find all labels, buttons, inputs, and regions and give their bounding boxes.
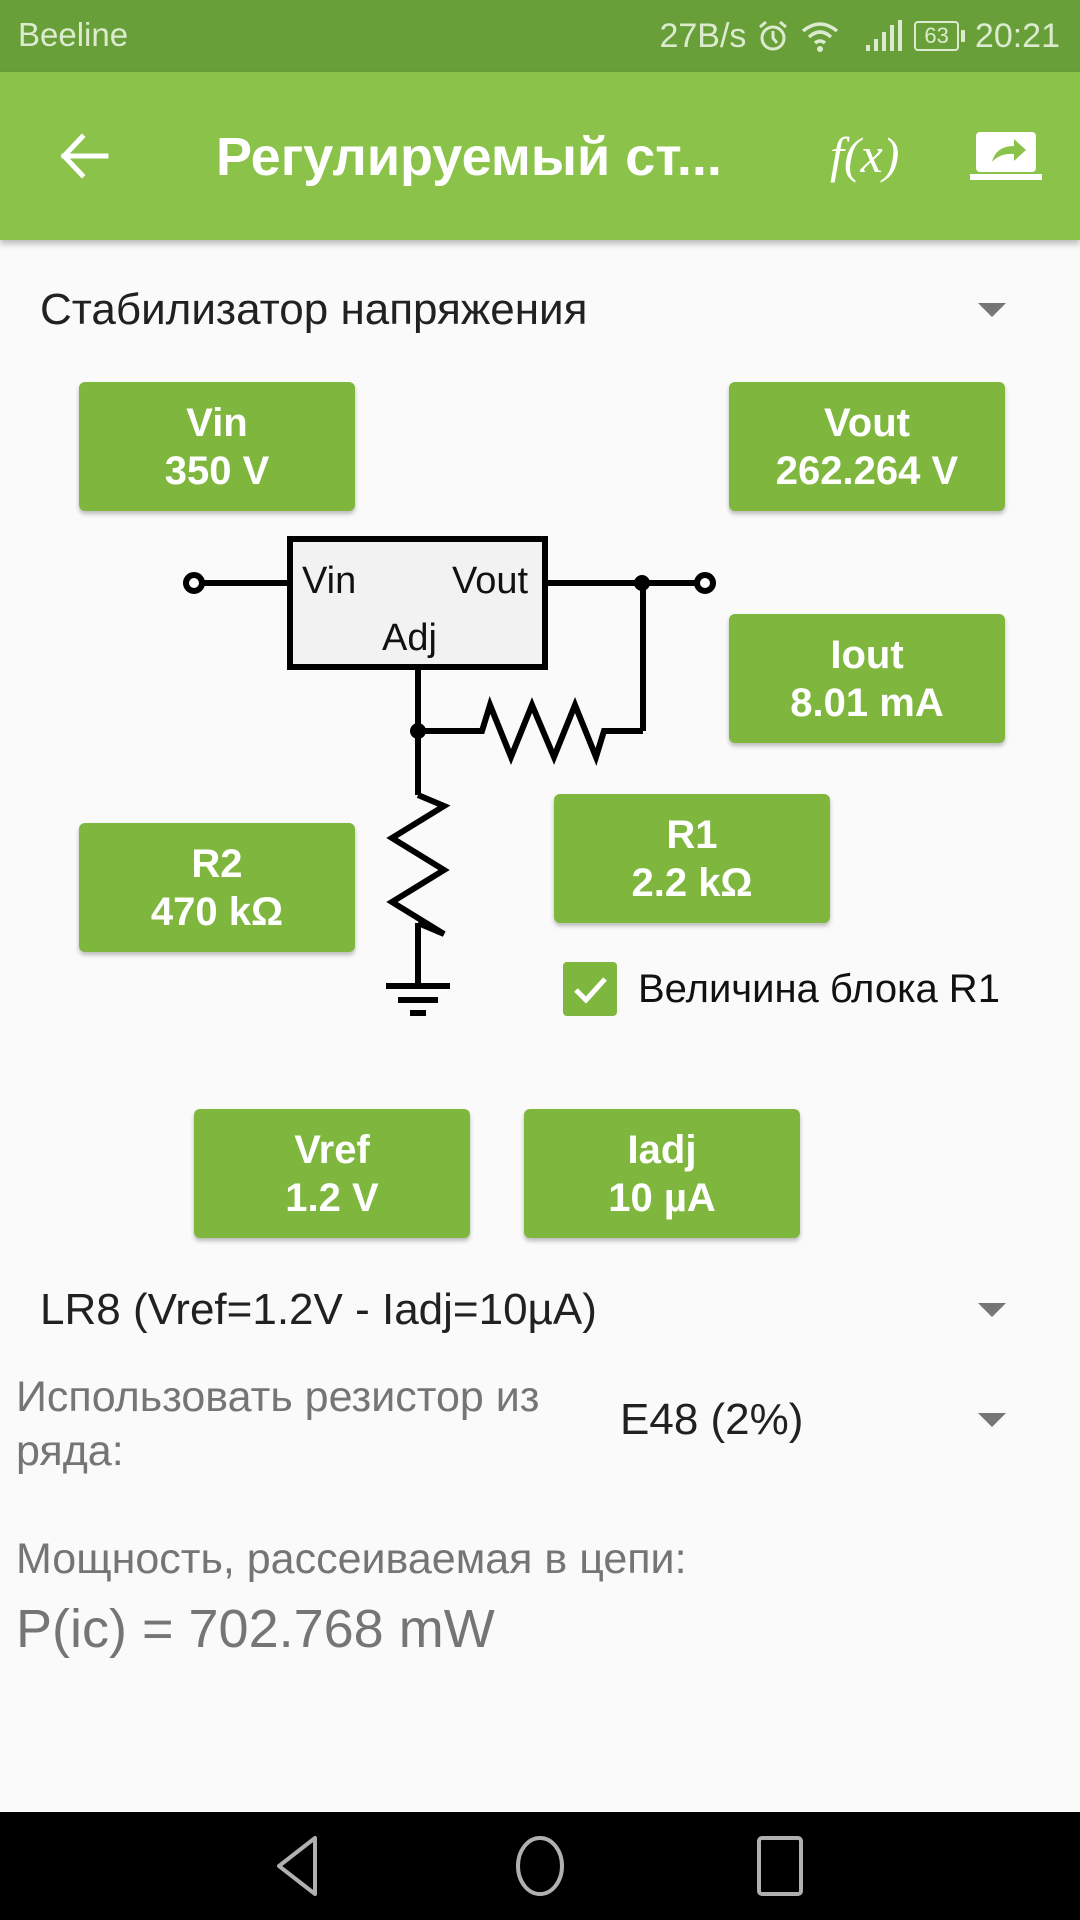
vref-label: Vref <box>294 1127 370 1172</box>
r1-resistor <box>418 696 643 766</box>
chevron-down-icon <box>978 1303 1006 1317</box>
battery-icon: 63 <box>914 21 965 51</box>
vout-label: Vout <box>824 400 910 445</box>
r1-lock-label: Величина блока R1 <box>638 966 1000 1011</box>
navigation-bar <box>0 1812 1080 1920</box>
power-label: Мощность, рассеиваемая в цепи: <box>16 1535 687 1583</box>
net-speed: 27B/s <box>659 16 747 55</box>
iout-value: 8.01 mA <box>790 680 944 725</box>
wifi-icon <box>802 22 839 52</box>
iadj-button[interactable]: Iadj 10 µA <box>524 1109 800 1238</box>
resistor-series-selected: E48 (2%) <box>620 1395 804 1444</box>
power-value: P(ic) = 702.768 mW <box>16 1599 495 1659</box>
battery-level: 63 <box>914 21 959 51</box>
iout-button[interactable]: Iout 8.01 mA <box>729 614 1005 743</box>
checkbox-checked-icon[interactable] <box>563 962 617 1016</box>
clock: 20:21 <box>974 16 1060 55</box>
r1-label: R1 <box>666 812 718 857</box>
iadj-value: 10 µA <box>608 1175 716 1220</box>
regulator-selected: LR8 (Vref=1.2V - Iadj=10µA) <box>40 1285 597 1334</box>
ic-pin-adj: Adj <box>382 617 437 659</box>
share-screen-icon[interactable] <box>970 128 1046 184</box>
r2-button[interactable]: R2 470 kΩ <box>79 823 355 952</box>
circuit-type-selected: Стабилизатор напряжения <box>40 285 588 334</box>
input-terminal <box>183 572 205 594</box>
home-nav-icon[interactable] <box>505 1834 575 1898</box>
carrier-name: Beeline <box>18 16 129 53</box>
r2-label: R2 <box>191 841 243 886</box>
iout-label: Iout <box>830 632 904 677</box>
vref-button[interactable]: Vref 1.2 V <box>194 1109 470 1238</box>
vout-button[interactable]: Vout 262.264 V <box>729 382 1005 511</box>
signal-icon <box>866 20 903 51</box>
regulator-dropdown[interactable]: LR8 (Vref=1.2V - Iadj=10µA) <box>0 1270 1080 1350</box>
formula-button[interactable]: f(x) <box>830 127 900 183</box>
adj-junction <box>410 723 426 739</box>
alarm-icon <box>759 20 788 51</box>
page-title: Регулируемый ст... <box>216 127 722 187</box>
r1-lock-checkbox[interactable]: Величина блока R1 <box>563 962 1000 1016</box>
r1-value: 2.2 kΩ <box>631 860 753 905</box>
recents-nav-icon[interactable] <box>745 1834 815 1898</box>
circuit-type-dropdown[interactable]: Стабилизатор напряжения <box>0 270 1080 350</box>
vin-label: Vin <box>186 400 248 445</box>
vout-value: 262.264 V <box>775 448 959 493</box>
output-junction <box>634 575 650 591</box>
r2-resistor <box>386 792 451 937</box>
r2-value: 470 kΩ <box>150 889 284 934</box>
iadj-label: Iadj <box>627 1127 697 1172</box>
r1-button[interactable]: R1 2.2 kΩ <box>554 794 830 923</box>
vin-button[interactable]: Vin 350 V <box>79 382 355 511</box>
vin-value: 350 V <box>164 448 270 493</box>
back-nav-icon[interactable] <box>265 1834 335 1898</box>
chevron-down-icon <box>978 303 1006 317</box>
chevron-down-icon <box>978 1413 1006 1427</box>
output-terminal <box>694 572 716 594</box>
regulator-ic <box>287 536 548 670</box>
app-toolbar: Регулируемый ст... f(x) <box>0 72 1080 240</box>
resistor-series-label: Использовать резистор из ряда: <box>16 1373 540 1475</box>
resistor-series-dropdown[interactable]: E48 (2%) <box>600 1385 1080 1455</box>
vref-value: 1.2 V <box>285 1175 379 1220</box>
regulator-schematic: Vin Vout Adj <box>183 536 716 1016</box>
arrow-left-icon[interactable] <box>56 128 112 184</box>
status-bar: Beeline 27B/s 63 20:21 <box>0 0 1080 72</box>
ic-pin-vin: Vin <box>302 560 356 602</box>
ic-pin-vout: Vout <box>452 560 529 602</box>
